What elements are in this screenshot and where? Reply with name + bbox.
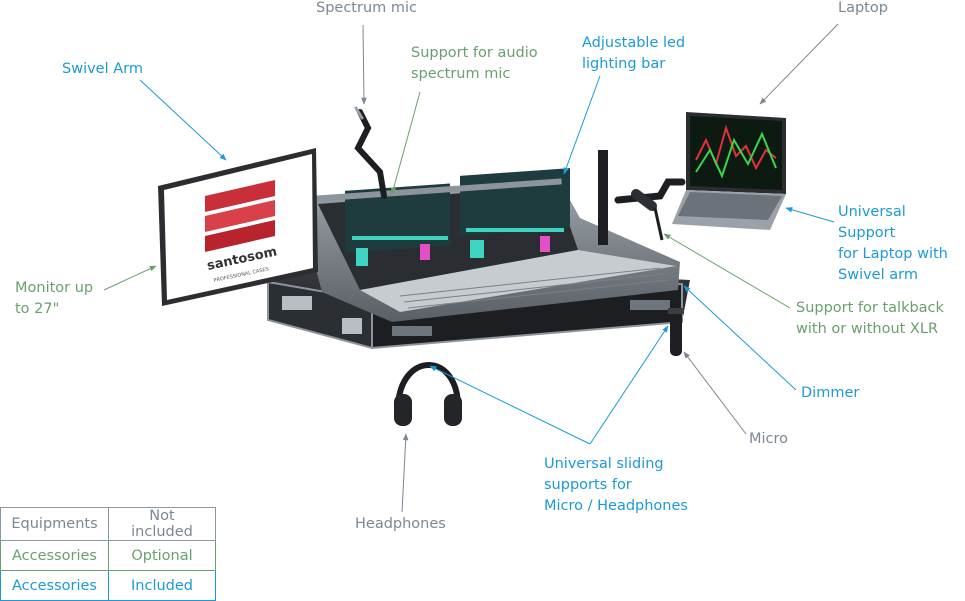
label-universal-support-laptop: Universal Support for Laptop with Swivel… bbox=[838, 204, 948, 283]
legend-status: Optional bbox=[108, 540, 216, 571]
label-monitor: Monitor up to 27" bbox=[15, 280, 94, 317]
legend-category: Accessories bbox=[0, 540, 109, 571]
spectrum-mic-stand bbox=[354, 106, 387, 199]
label-swivel-arm: Swivel Arm bbox=[62, 61, 143, 77]
monitor: santosom PROFESSIONAL CASES bbox=[158, 148, 318, 306]
label-headphones: Headphones bbox=[355, 516, 446, 532]
label-adjustable-led-bar: Adjustable led lighting bar bbox=[582, 35, 686, 72]
label-laptop: Laptop bbox=[838, 0, 888, 16]
label-dimmer: Dimmer bbox=[801, 385, 860, 401]
legend-row: Accessories Included bbox=[0, 570, 216, 601]
label-spectrum-mic: Spectrum mic bbox=[316, 0, 417, 16]
label-support-audio-spectrum-mic: Support for audio spectrum mic bbox=[411, 45, 538, 82]
legend-category: Equipments bbox=[0, 507, 109, 541]
label-universal-sliding-supports: Universal sliding supports for Micro / H… bbox=[544, 456, 688, 514]
laptop bbox=[672, 112, 786, 230]
legend-status: Included bbox=[108, 570, 216, 601]
micro-holder bbox=[668, 308, 684, 356]
legend-status: Not included bbox=[108, 507, 216, 541]
mixing-console bbox=[306, 168, 680, 322]
label-micro: Micro bbox=[749, 431, 789, 447]
annotation-arrows bbox=[103, 23, 839, 513]
legend-table: Equipments Not included Accessories Opti… bbox=[0, 507, 216, 601]
legend-category: Accessories bbox=[0, 570, 109, 601]
legend-row: Equipments Not included bbox=[0, 507, 216, 541]
label-support-talkback: Support for talkback with or without XLR bbox=[796, 300, 944, 337]
legend-row: Accessories Optional bbox=[0, 540, 216, 571]
talkback-support bbox=[598, 150, 686, 245]
headphones bbox=[394, 362, 462, 426]
